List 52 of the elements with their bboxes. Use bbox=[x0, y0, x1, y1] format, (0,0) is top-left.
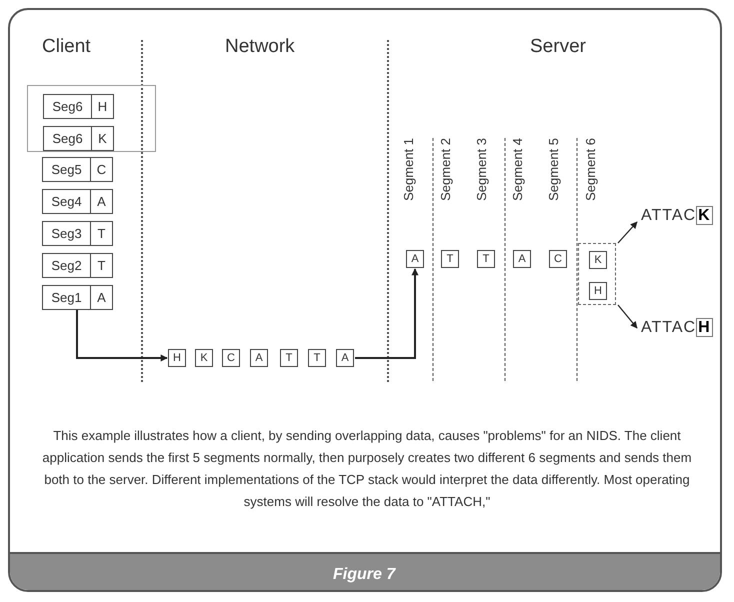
data-byte-box: A bbox=[250, 349, 268, 367]
segment-name: Seg4 bbox=[50, 193, 83, 211]
data-byte-box: H bbox=[589, 282, 607, 300]
data-byte-box: T bbox=[441, 250, 459, 268]
segment-data: A bbox=[90, 190, 112, 213]
segment-box bbox=[43, 126, 114, 151]
segment-data: K bbox=[91, 127, 113, 150]
data-byte-box: A bbox=[336, 349, 354, 367]
column-heading: Server bbox=[530, 36, 586, 58]
segment-heading: Segment 5 bbox=[546, 138, 561, 201]
segment-box bbox=[42, 189, 113, 214]
segment-box bbox=[43, 94, 114, 119]
segment-name: Seg5 bbox=[50, 161, 83, 179]
arrow bbox=[76, 310, 168, 362]
data-byte-box: C bbox=[222, 349, 240, 367]
data-byte-box: T bbox=[280, 349, 298, 367]
data-byte-box: C bbox=[549, 250, 567, 268]
data-byte-box: T bbox=[308, 349, 326, 367]
arrow bbox=[618, 304, 638, 329]
figure-caption: Figure 7 bbox=[333, 566, 396, 584]
segment-box bbox=[42, 253, 113, 278]
column-heading: Network bbox=[225, 36, 295, 58]
data-byte-box: A bbox=[513, 250, 531, 268]
segment-name: Seg6 bbox=[51, 98, 84, 116]
segment-name: Seg6 bbox=[51, 130, 84, 148]
segment-heading: Segment 2 bbox=[438, 138, 453, 201]
segment-box bbox=[42, 221, 113, 246]
data-byte-box: K bbox=[589, 251, 607, 269]
dashed-group-box bbox=[578, 243, 616, 305]
data-byte-box: T bbox=[477, 250, 495, 268]
group-outline bbox=[27, 85, 156, 152]
segment-box bbox=[42, 285, 113, 310]
segment-data: T bbox=[90, 222, 112, 245]
segment-heading: Segment 6 bbox=[583, 138, 598, 201]
segment-data: A bbox=[90, 286, 112, 309]
arrow bbox=[355, 268, 418, 359]
data-byte-box: H bbox=[168, 349, 186, 367]
data-byte-box: A bbox=[406, 250, 424, 268]
segment-heading: Segment 4 bbox=[510, 138, 525, 201]
segment-heading: Segment 3 bbox=[474, 138, 489, 201]
data-byte-box: K bbox=[195, 349, 213, 367]
segment-heading: Segment 1 bbox=[401, 138, 416, 201]
segment-name: Seg2 bbox=[50, 257, 83, 275]
segment-name: Seg3 bbox=[50, 225, 83, 243]
column-heading: Client bbox=[42, 36, 91, 58]
segment-data: H bbox=[91, 95, 113, 118]
segment-box bbox=[42, 157, 113, 182]
segment-name: Seg1 bbox=[50, 289, 83, 307]
description-text: This example illustrates how a client, by sending overlapping data, causes "problems" for an NIDS. The client application sends the first 5 segments normally, then purposely creates two different 6 segments and sends them both to the server. Different implementations of the TCP stack would interpret the data differently. Most operating systems will resolve the data to "ATTACH," bbox=[41, 427, 693, 511]
segment-data: C bbox=[90, 158, 112, 181]
arrow bbox=[618, 221, 638, 244]
segment-data: T bbox=[90, 254, 112, 277]
